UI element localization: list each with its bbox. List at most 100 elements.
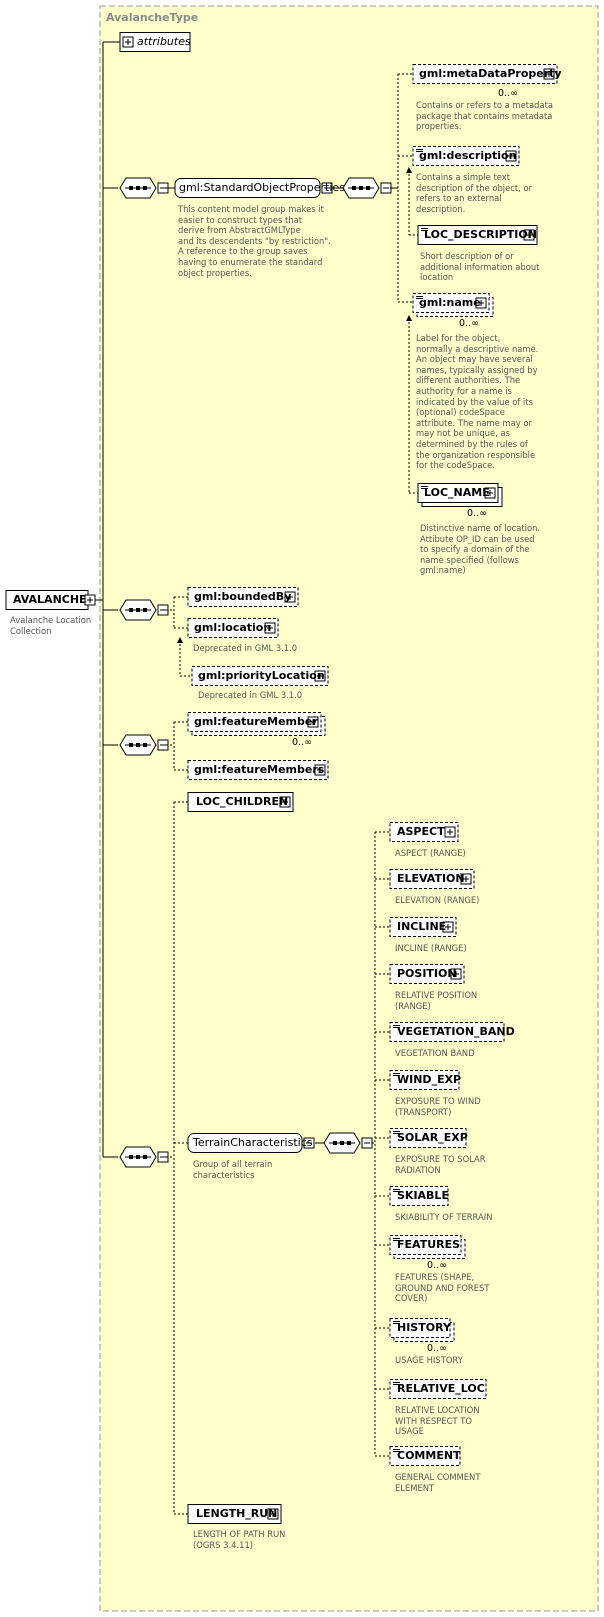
std-child-box[interactable] [417,225,538,245]
terrain-child-box[interactable] [389,1446,461,1466]
occurrence-label: 0..∞ [498,88,518,99]
sequence-3-dot [129,608,133,612]
std-child-doc: Label for the object, normally a descrip… [416,333,539,471]
std-child-label: LOC_NAME [424,486,490,499]
terrain-child-label: SOLAR_EXP [397,1131,468,1144]
sequence-5-dot [129,1155,133,1159]
terrain-child-box[interactable] [389,1128,467,1148]
terrain-child-doc: SKIABILITY OF TERRAIN [395,1212,493,1222]
sequence-3-dot [143,608,147,612]
std-child-doc: Short description of or additional infor… [420,251,540,283]
terrain-child-box[interactable] [389,1070,460,1090]
std-props-group[interactable] [174,178,321,198]
member-label: gml:featureMembers [194,763,325,776]
terrain-child-doc: INCLINE (RANGE) [395,943,467,953]
occurrence-label: 0..∞ [427,1343,447,1354]
std-child-label: gml:name [419,296,481,309]
length-run-doc: LENGTH OF PATH RUN (OGRS 3.4.11) [193,1529,286,1550]
sequence-1-dot [136,186,140,190]
terrain-child-box[interactable] [389,1318,451,1338]
bounded-box[interactable] [187,618,279,638]
std-child-box[interactable] [412,146,520,166]
terrain-child-label: COMMENT [397,1449,461,1462]
member-box[interactable] [187,760,329,780]
sequence-4-dot [136,743,140,747]
std-child-label: gml:metaDataProperty [419,67,562,80]
std-child-doc: Distinctive name of location. Attibute O… [420,523,541,576]
std-child-box[interactable] [412,293,490,313]
terrain-group[interactable] [187,1133,303,1153]
sequence-1-dot [129,186,133,190]
terrain-child-box[interactable] [389,1379,487,1399]
std-child-box[interactable] [412,64,558,84]
member-label: gml:featureMember [194,715,318,728]
std-child-box[interactable] [417,483,499,503]
choice-arrow [406,167,412,173]
terrain-child-label: ELEVATION [397,872,465,885]
std-child-doc: Contains or refers to a metadata package… [416,100,554,132]
terrain-child-box[interactable] [389,1022,505,1042]
terrain-child-doc: VEGETATION BAND [395,1048,475,1058]
sequence-3-dot [136,608,140,612]
terrain-child-doc: USAGE HISTORY [395,1355,463,1365]
bounded-doc: Deprecated in GML 3.1.0 [193,643,298,653]
std-child-label: LOC_DESCRIPTION [424,228,537,241]
sequence-2-dot [352,186,356,190]
terrain-child-doc: EXPOSURE TO WIND (TRANSPORT) [395,1096,481,1117]
sequence-4-dot [129,743,133,747]
terrain-child-box[interactable] [389,964,465,984]
terrain-child-label: POSITION [397,967,457,980]
std-child-doc: Contains a simple text description of th… [416,172,533,214]
terrain-child-label: SKIABLE [397,1189,449,1202]
length-run-label: LENGTH_RUN [196,1507,278,1520]
occurrence-label: 0..∞ [292,737,312,748]
type-panel [99,5,599,1612]
terrain-child-label: INCLINE [397,920,447,933]
terrain-child-box[interactable] [389,822,459,842]
sequence-2-dot [359,186,363,190]
loc-children-label: LOC_CHILDREN [196,795,289,808]
terrain-child-box[interactable] [389,1235,462,1255]
std-child-label: gml:description [419,149,517,162]
occurrence-label: 0..∞ [459,318,479,329]
terrain-child-label: ASPECT [397,825,445,838]
terrain-child-label: HISTORY [397,1321,451,1334]
bounded-doc: Deprecated in GML 3.1.0 [198,690,303,700]
terrain-label: TerrainCharacteristics [193,1136,313,1149]
bounded-label: gml:location [194,621,272,634]
terrain-child-doc: RELATIVE POSITION (RANGE) [395,990,478,1011]
terrain-child-doc: ASPECT (RANGE) [395,848,466,858]
terrain-child-label: VEGETATION_BAND [397,1025,515,1038]
terrain-child-label: WIND_EXP [397,1073,462,1086]
bounded-box[interactable] [191,666,329,686]
sequence-5-dot [143,1155,147,1159]
terrain-child-doc: FEATURES (SHAPE, GROUND AND FOREST COVER… [395,1272,490,1304]
attributes-label: attributes [137,35,191,48]
member-box[interactable] [187,712,322,732]
terrain-child-label: RELATIVE_LOC [397,1382,485,1395]
terrain-child-box[interactable] [389,917,457,937]
sequence-1-dot [143,186,147,190]
sequence-6-dot [347,1141,351,1145]
terrain-child-doc: GENERAL COMMENT ELEMENT [395,1472,481,1493]
choice-arrow [177,637,183,643]
length-run-box[interactable] [187,1504,282,1524]
occurrence-label: 0..∞ [427,1260,447,1271]
terrain-child-box[interactable] [389,869,475,889]
terrain-child-doc: EXPOSURE TO SOLAR RADIATION [395,1154,486,1175]
loc-children-box[interactable] [187,792,294,812]
std-props-label: gml:StandardObjectProperties [179,181,345,194]
terrain-doc: Group of all terrain characteristics [193,1159,273,1180]
bounded-label: gml:boundedBy [194,590,292,603]
terrain-child-label: FEATURES [397,1238,461,1251]
sequence-5-dot [136,1155,140,1159]
root-doc: Avalanche Location Collection [10,615,92,636]
occurrence-label: 0..∞ [467,508,487,519]
terrain-child-box[interactable] [389,1186,449,1206]
bounded-box[interactable] [187,587,299,607]
root-label: AVALANCHE [13,593,87,606]
sequence-2-dot [366,186,370,190]
sequence-6-dot [340,1141,344,1145]
type-title: AvalancheType [106,11,199,24]
